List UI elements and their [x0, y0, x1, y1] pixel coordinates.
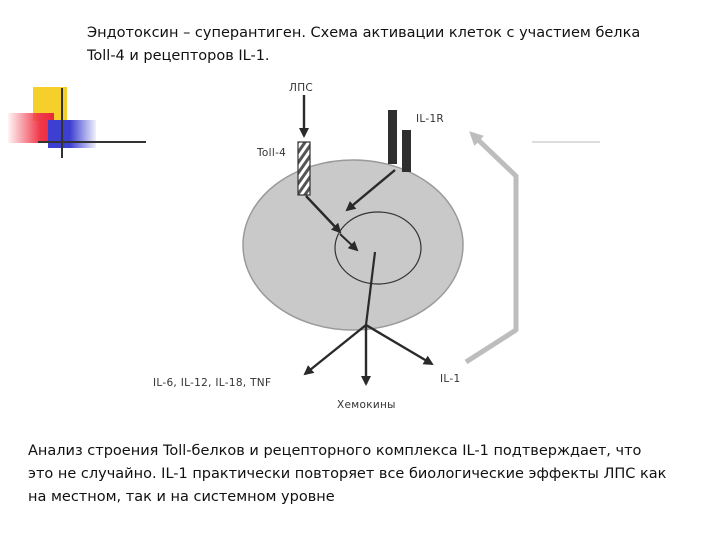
- deco-vertical-line: [61, 88, 63, 158]
- label-toll4: Toll-4: [256, 147, 286, 159]
- cytokines-arrow: [303, 324, 367, 376]
- toll4-signal-arrow: [305, 195, 342, 234]
- label-il1r: IL-1R: [416, 113, 444, 125]
- page-title: Эндотоксин – суперантиген. Схема активац…: [87, 22, 707, 68]
- il1r-receptor-bar-right: [402, 130, 411, 172]
- label-il1: IL-1: [440, 373, 460, 385]
- body-line-1: Анализ строения Toll-белков и рецепторно…: [28, 443, 642, 459]
- label-cytokines: IL-6, IL-12, IL-18, TNF: [153, 377, 271, 389]
- title-line-1: Эндотоксин – суперантиген. Схема активац…: [87, 25, 641, 41]
- deco-red-bar: [8, 113, 54, 143]
- body-line-3: на местном, так и на системном уровне: [28, 489, 335, 505]
- il1-output-arrow: [365, 323, 434, 366]
- label-lps: ЛПС: [289, 82, 313, 94]
- body-line-2: это не случайно. IL-1 практически повтор…: [28, 466, 667, 482]
- title-line-2: Toll-4 и рецепторов IL-1.: [87, 48, 270, 64]
- nucleus-output-line: [364, 251, 377, 326]
- label-chemokines: Хемокины: [337, 399, 396, 411]
- body-paragraph: Анализ строения Toll-белков и рецепторно…: [28, 440, 718, 509]
- il1r-signal-arrow: [345, 169, 396, 212]
- il1r-receptor-bar-left: [388, 110, 397, 164]
- toll4-receptor: [297, 141, 311, 196]
- cell-nucleus: [334, 211, 422, 285]
- nucleus-signal-arrow: [339, 233, 359, 252]
- deco-blue-bar: [48, 120, 96, 148]
- feedback-arrow: [464, 131, 519, 365]
- deco-horizontal-line: [38, 141, 146, 143]
